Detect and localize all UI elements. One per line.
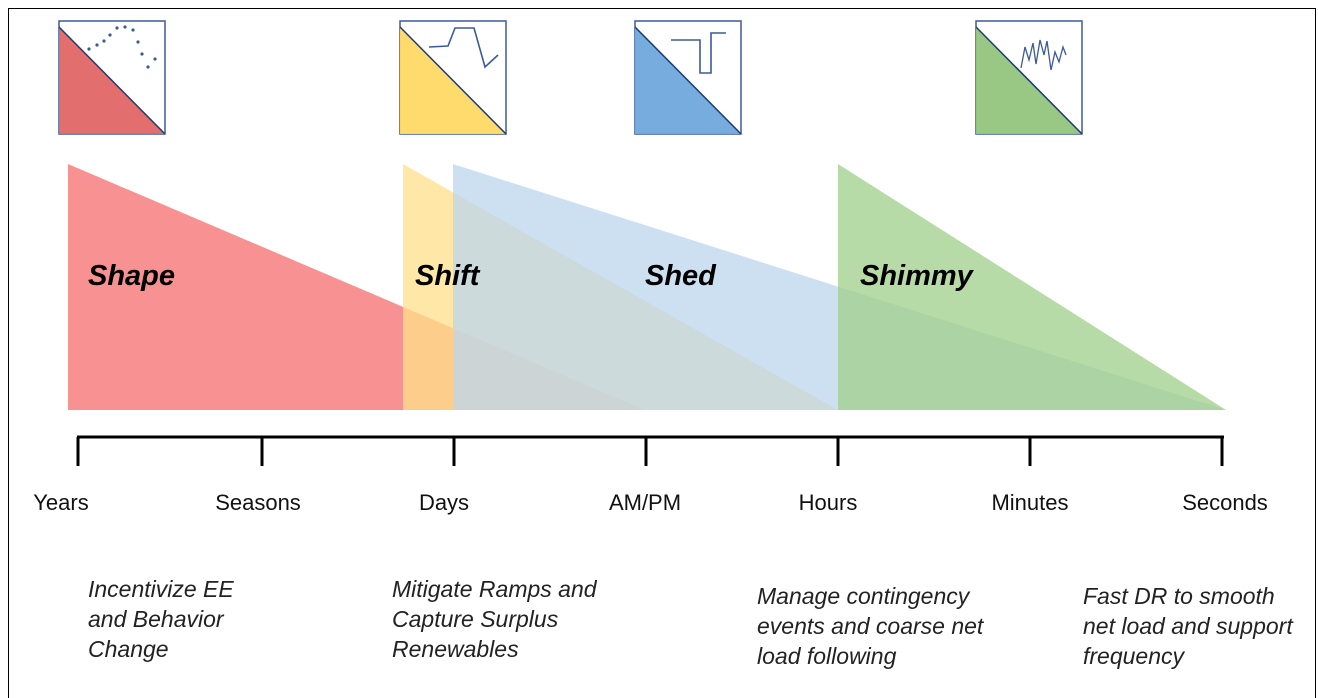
shimmy-description-line: frequency [1083, 643, 1185, 669]
shape-description-line: Incentivize EE [88, 576, 234, 602]
shift-icon [399, 20, 507, 135]
figure-frame [8, 8, 1316, 698]
tick-label-minutes: Minutes [991, 490, 1068, 515]
shimmy-description: Fast DR to smooth net load and support f… [1083, 581, 1293, 671]
shimmy-region [838, 164, 1226, 410]
shed-description-line: load following [757, 643, 897, 669]
shift-description-line: Capture Surplus [392, 606, 559, 632]
shift-description: Mitigate Ramps and Capture Surplus Renew… [392, 574, 597, 664]
tick-label-seasons: Seasons [215, 490, 301, 515]
shape-label: Shape [88, 260, 175, 292]
shimmy-icon [975, 20, 1083, 135]
timescale-axis [76, 435, 1224, 466]
tick-label-seconds: Seconds [1182, 490, 1268, 515]
shimmy-label: Shimmy [860, 260, 975, 292]
shimmy-description-line: net load and support [1083, 613, 1293, 639]
shimmy-description-line: Fast DR to smooth [1083, 583, 1275, 609]
shed-icon [634, 20, 742, 135]
shed-description-line: Manage contingency [757, 583, 970, 609]
shift-description-line: Renewables [392, 636, 519, 662]
shift-description-line: Mitigate Ramps and [392, 576, 597, 602]
tick-label-hours: Hours [799, 490, 858, 515]
shape-icon [58, 20, 166, 135]
shift-label: Shift [415, 260, 481, 292]
shed-description: Manage contingency events and coarse net… [757, 581, 983, 671]
shape-description-line: and Behavior [88, 606, 224, 632]
shed-label: Shed [645, 260, 717, 292]
tick-label-days: Days [419, 490, 469, 515]
shape-description-line: Change [88, 636, 169, 662]
tick-label-years: Years [33, 490, 88, 515]
tick-label-ampm: AM/PM [609, 490, 681, 515]
shape-description: Incentivize EE and Behavior Change [88, 574, 234, 664]
shed-description-line: events and coarse net [757, 613, 984, 639]
